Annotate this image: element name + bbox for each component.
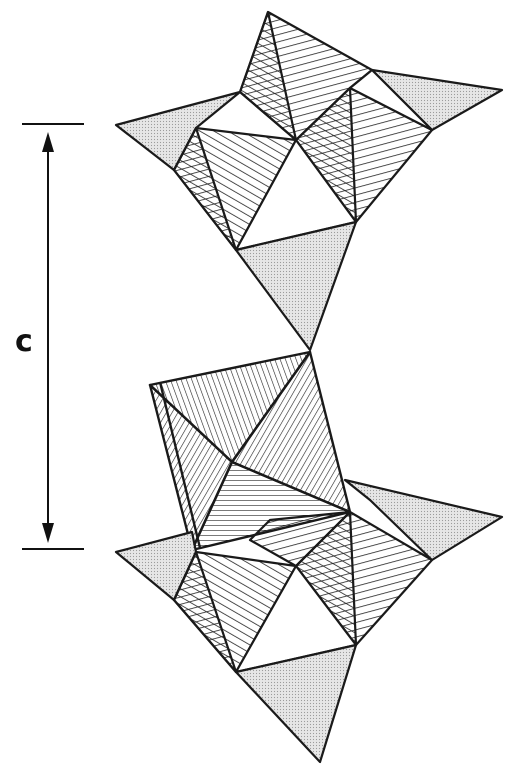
middle-octahedron-edge — [158, 381, 202, 549]
arrow-down-icon — [42, 523, 54, 543]
middle-octahedron — [148, 350, 352, 552]
arrow-up-icon — [42, 132, 54, 152]
lower-bottom-stippled-tetrahedron — [234, 643, 358, 764]
upper-left-octahedron-face — [172, 126, 238, 252]
upper-right-octahedron-face — [348, 68, 434, 132]
upper-top-octahedron-b — [238, 10, 298, 142]
c-dimension-marker — [22, 123, 84, 550]
upper-polyhedra-cluster — [114, 10, 504, 352]
upper-bottom-stippled-tetrahedron — [234, 220, 358, 352]
lower-polyhedra-cluster — [114, 478, 504, 764]
lower-left-octahedron-face — [172, 550, 238, 674]
c-axis-label: c — [15, 324, 33, 359]
